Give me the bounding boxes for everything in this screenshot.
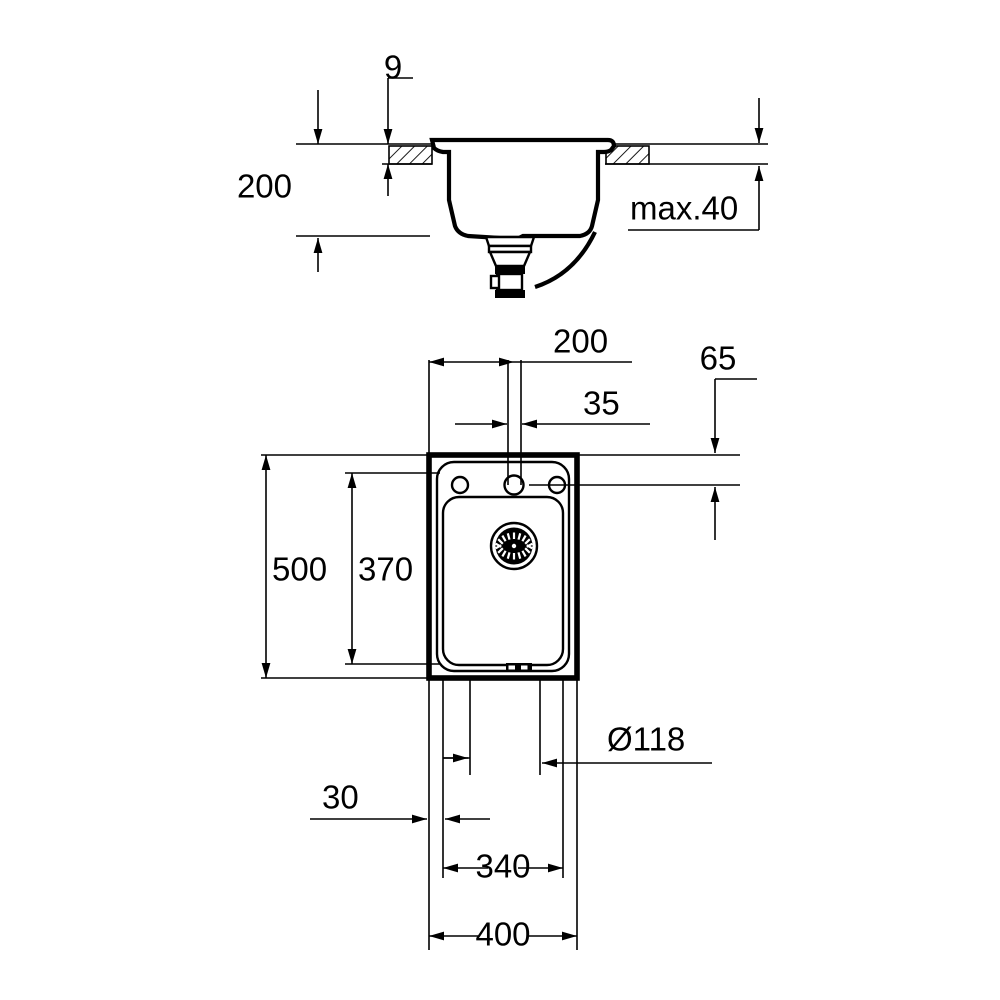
dimension-200-plan-group: 200 [429,323,632,367]
dimension-400-group: 400 [429,916,577,953]
dimension-200-section-group: 200 [237,90,430,272]
tap-hole-center [503,474,525,496]
overflow-hose [534,231,597,289]
dimension-max40-group: max.40 [628,98,764,231]
waste-cone [488,250,532,268]
dimension-340-group: 340 [443,848,563,885]
sink-body-section-outline [429,137,617,241]
waste-thread-band-top [495,266,525,274]
waste-flange [484,235,536,248]
dim-label-9: 9 [384,49,402,86]
dimension-65-group: 65 [700,340,757,540]
overflow-slot-hole-left [508,665,515,670]
dimension-500-group: 500 [261,455,327,678]
worktop-hatch-right [605,145,650,165]
dim-label-d118: Ø118 [607,721,685,758]
overflow-slot-body [506,663,532,672]
overflow-slot-hole-right [521,665,528,670]
dimension-370-group: 370 [347,473,413,664]
dim-label-370: 370 [358,551,413,588]
dimension-9-group: 9 [383,49,413,196]
dimension-35-group: 35 [455,385,650,429]
dimension-d118-group: Ø118 [443,721,712,768]
drain-center-dot [511,543,517,549]
section-view-group: 9 200 max.40 [237,49,768,298]
plan-view-group: 200 35 65 500 370 [261,323,757,953]
waste-valve-spigot [489,274,501,290]
waste-assembly-group [484,231,597,298]
accessory-hole-left [450,475,470,495]
drain-slots-group [495,532,533,560]
overflow-slot-group [506,663,532,672]
dim-label-400: 400 [475,916,530,953]
waste-valve-body [495,272,524,292]
worktop-hatch-left [388,145,433,165]
waste-thread-band-bottom [495,290,525,298]
dim-label-500: 500 [272,551,327,588]
dim-label-35: 35 [583,385,620,422]
sink-inner-rim [435,460,571,673]
dim-label-65: 65 [700,340,737,377]
dim-label-200-plan: 200 [553,323,608,360]
sink-bowl-outline [441,495,565,667]
dim-label-340: 340 [475,848,530,885]
dimension-30-group: 30 [310,779,490,824]
drain-plan-group [489,521,539,571]
dim-label-30: 30 [322,779,359,816]
dim-label-200-section: 200 [237,168,292,205]
dim-label-max40: max.40 [630,190,738,227]
